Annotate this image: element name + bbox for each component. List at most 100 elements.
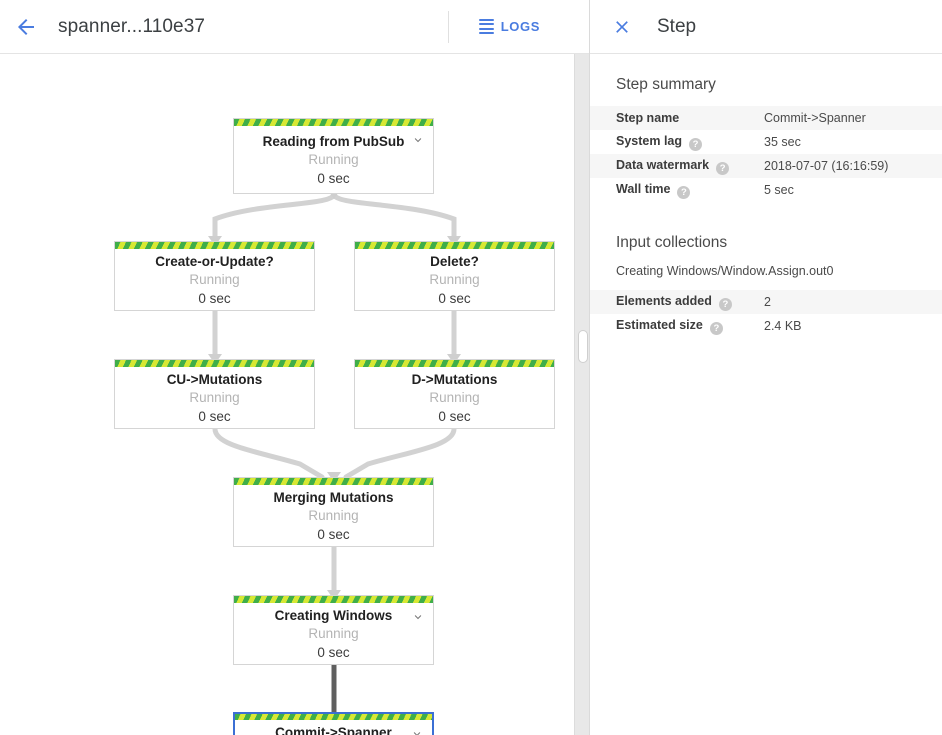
detail-row: Elements added?2 — [590, 290, 942, 314]
help-question-icon[interactable]: ? — [689, 137, 703, 151]
toolbar-divider — [447, 10, 449, 43]
detail-row-value: 2018-07-07 (16:16:59) — [764, 159, 889, 173]
detail-key-label: Step name — [616, 111, 680, 125]
detail-row-value: 5 sec — [764, 183, 794, 197]
node-status-stripe — [234, 596, 433, 603]
chevron-down-icon[interactable] — [411, 133, 425, 147]
detail-row-key: Step name — [590, 106, 762, 130]
top-toolbar: spanner...110e37 LOGS — [0, 0, 590, 54]
input-collection-name: Creating Windows/Window.Assign.out0 — [616, 264, 834, 278]
step-details-header: Step — [590, 0, 942, 54]
detail-key-label: System lag — [616, 133, 683, 148]
detail-row-key: Elements added? — [590, 290, 762, 314]
page-title: spanner...110e37 — [58, 15, 206, 37]
node-state: Running — [308, 152, 359, 167]
node-name: Creating Windows — [274, 608, 393, 623]
node-state: Running — [189, 272, 240, 287]
detail-row-key: Estimated size? — [590, 314, 762, 338]
input-collections-heading: Input collections — [616, 234, 728, 251]
graph-node-delete[interactable]: Delete? Running 0 sec — [354, 241, 555, 311]
node-name: Delete? — [430, 254, 479, 269]
detail-row: System lag?35 sec — [590, 130, 942, 154]
step-details-pane: Step Step summary Step name Commit->Spann… — [590, 0, 942, 735]
node-status-stripe — [235, 714, 432, 720]
node-status-stripe — [234, 119, 433, 126]
detail-key-label: Estimated size — [616, 317, 703, 332]
logs-button[interactable]: LOGS — [465, 9, 554, 45]
toolbar-right-group: LOGS — [447, 0, 590, 53]
help-question-icon[interactable]: ? — [677, 185, 691, 199]
chevron-down-icon[interactable] — [411, 610, 425, 624]
graph-vertical-scrollbar[interactable] — [574, 54, 590, 735]
node-name: Create-or-Update? — [155, 254, 274, 269]
section-spacer — [590, 202, 942, 234]
pane-divider — [589, 0, 590, 735]
node-elapsed-time: 0 sec — [317, 645, 350, 660]
node-body: Delete? Running 0 sec — [355, 249, 554, 310]
logs-button-label: LOGS — [500, 19, 540, 34]
graph-node-create-or-update[interactable]: Create-or-Update? Running 0 sec — [114, 241, 315, 311]
detail-row-value: 2.4 KB — [764, 319, 802, 333]
node-body: Commit->SpannerPart running5 sec — [235, 720, 432, 735]
detail-row: Estimated size?2.4 KB — [590, 314, 942, 338]
step-summary-heading: Step summary — [616, 76, 716, 93]
node-elapsed-time: 0 sec — [198, 291, 231, 306]
job-graph-pane: spanner...110e37 LOGS — [0, 0, 590, 735]
graph-scrollbar-thumb[interactable] — [578, 330, 588, 363]
detail-row: Data watermark? 2018-07-07 (16:16:59) — [590, 154, 942, 178]
logs-list-icon — [478, 19, 494, 34]
detail-row: Wall time?5 sec — [590, 178, 942, 202]
node-elapsed-time: 0 sec — [438, 291, 471, 306]
node-state: Running — [308, 626, 359, 641]
node-status-stripe — [115, 360, 314, 367]
node-name: Merging Mutations — [273, 490, 394, 505]
help-question-icon[interactable]: ? — [716, 161, 730, 175]
node-state: Running — [308, 508, 359, 523]
node-elapsed-time: 0 sec — [198, 409, 231, 424]
node-status-stripe — [355, 360, 554, 367]
node-name: Commit->Spanner — [275, 724, 392, 735]
help-question-icon[interactable]: ? — [718, 297, 732, 311]
detail-row-key: Wall time? — [590, 178, 762, 202]
node-state: Running — [189, 390, 240, 405]
detail-row: Step name Commit->Spanner — [590, 106, 942, 130]
step-details-title: Step — [657, 15, 697, 37]
node-elapsed-time: 0 sec — [317, 171, 350, 186]
graph-node-commit-spanner[interactable]: Commit->SpannerPart running5 sec — [233, 712, 434, 735]
node-state: Running — [429, 390, 480, 405]
detail-key-label: Data watermark — [616, 157, 710, 172]
chevron-down-icon[interactable] — [410, 727, 424, 735]
close-x-icon[interactable] — [604, 9, 640, 45]
node-elapsed-time: 0 sec — [438, 409, 471, 424]
help-question-icon[interactable]: ? — [709, 321, 723, 335]
detail-key-label: Wall time — [616, 181, 671, 196]
node-status-stripe — [234, 478, 433, 485]
detail-key-label: Elements added — [616, 293, 712, 308]
node-name: D->Mutations — [411, 372, 498, 387]
detail-row-value: Commit->Spanner — [764, 111, 866, 125]
node-state: Running — [429, 272, 480, 287]
back-arrow-icon[interactable] — [6, 7, 46, 47]
node-name: Reading from PubSub — [262, 134, 405, 149]
node-elapsed-time: 0 sec — [317, 527, 350, 542]
detail-row-key: System lag? — [590, 130, 762, 154]
node-status-stripe — [355, 242, 554, 249]
node-body: Create-or-Update? Running 0 sec — [115, 249, 314, 310]
